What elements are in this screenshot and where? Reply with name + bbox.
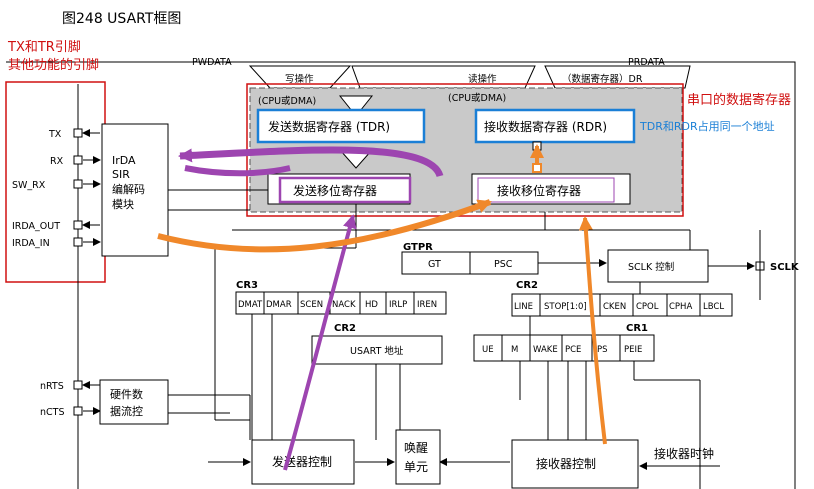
cpu-dma-left: (CPU或DMA) [258, 95, 316, 107]
data-register-shape [544, 65, 691, 89]
pin-rx: RX [50, 155, 101, 167]
pin-nrts: nRTS [40, 380, 100, 392]
sclk-control-block [607, 249, 709, 283]
cr1-bit: PCE [565, 345, 581, 355]
pin-label: IRDA_IN [12, 238, 50, 249]
cr1-register: UE M WAKE PCE PS PEIE [473, 334, 655, 362]
cr2-bit: CPHA [669, 302, 692, 312]
pin-tx: TX [48, 128, 100, 140]
prdata-label: PRDATA [628, 57, 665, 68]
control-wiring [168, 204, 720, 489]
tx-control-label: 发送器控制 [272, 454, 332, 469]
cr2-bit: CKEN [603, 302, 626, 312]
write-op-label: 写操作 [285, 73, 314, 85]
cr2-bit: CPOL [636, 302, 659, 312]
pin-label: nRTS [40, 381, 64, 392]
read-op-label: 读操作 [468, 73, 497, 85]
tdr-register [256, 108, 426, 144]
cr2-bit: LINE [514, 302, 533, 312]
pin-label: IRDA_OUT [12, 221, 60, 232]
wakeup-line-1: 唤醒 [404, 441, 428, 455]
sclk-control-label: SCLK 控制 [628, 261, 674, 273]
cr1-bit: PEIE [624, 345, 642, 355]
purple-tx-output-arrow [178, 146, 444, 178]
figure-title: 图248 USART框图 [62, 11, 181, 27]
cr3-bit: HD [365, 300, 378, 310]
gtpr-label: GTPR [403, 242, 433, 253]
flow-control-line-1: 硬件数 [110, 388, 143, 401]
cr1-label: CR1 [626, 323, 648, 334]
cr3-bit: DMAR [266, 300, 292, 310]
cr2-top-label: CR2 [516, 280, 538, 291]
annotation-serial-registers: 串口的数据寄存器 [687, 92, 791, 108]
purple-tx-loop-arrow [184, 165, 291, 177]
cr2-top-register: LINE STOP[1:0] CKEN CPOL CPHA LBCL [511, 293, 733, 317]
cr3-label: CR3 [236, 280, 258, 291]
orange-rx-input-arrow [157, 199, 492, 253]
cr3-bit: NACK [332, 300, 356, 310]
cpu-dma-right: (CPU或DMA) [448, 92, 506, 104]
pin-sw-rx: SW_RX [12, 179, 101, 191]
cr1-bit: PS [597, 345, 608, 355]
rx-control-block [511, 439, 639, 489]
orange-rx-control-arrow [578, 216, 607, 445]
tx-shift-label: 发送移位寄存器 [293, 183, 377, 198]
pin-label: TX [48, 129, 62, 140]
cr2-bit: STOP[1:0] [544, 302, 587, 312]
annotation-other-pins: 其他功能的引脚 [8, 57, 99, 73]
rdr-label: 接收数据寄存器 (RDR) [484, 119, 607, 134]
rx-shift-register [477, 177, 615, 203]
rdr-register [474, 108, 636, 144]
usart-address-box [311, 335, 443, 365]
tx-shift-register [278, 176, 412, 204]
pin-label: nCTS [40, 407, 65, 418]
annotation-tx-tr-pins: TX和TR引脚 [7, 39, 81, 55]
pin-ncts: nCTS [40, 406, 101, 418]
rx-clock-label: 接收器时钟 [654, 446, 714, 461]
flow-control-block [99, 379, 169, 425]
rx-control-label: 接收器控制 [536, 456, 596, 471]
rdr-link-bottom [532, 163, 542, 173]
cr3-bit: IRLP [389, 300, 407, 310]
wakeup-block [395, 429, 441, 485]
cr3-bit: IREN [417, 300, 437, 310]
irda-line-4: 模块 [112, 198, 134, 211]
irda-line-1: IrDA [112, 154, 136, 167]
cr1-bit: WAKE [533, 345, 558, 355]
tdr-label: 发送数据寄存器 (TDR) [268, 119, 390, 134]
wakeup-line-2: 单元 [404, 460, 428, 474]
irda-line-3: 编解码 [112, 182, 145, 196]
write-path-triangle [338, 95, 374, 117]
purple-tx-control-arrow [283, 214, 357, 471]
cr2-bit: LBCL [703, 302, 724, 312]
cr2-mid-label: CR2 [334, 323, 356, 334]
cr3-register: DMAT DMAR SCEN NACK HD IRLP IREN [235, 291, 447, 315]
cr3-bit: DMAT [238, 300, 263, 310]
annotation-shared-address: TDR和RDR占用同一个地址 [639, 119, 775, 133]
data-register-label: （数据寄存器）DR [562, 73, 643, 85]
usart-address-label: USART 地址 [350, 345, 404, 357]
pin-irda-out: IRDA_OUT [12, 220, 100, 232]
flow-control-line-2: 据流控 [110, 404, 143, 418]
rx-shift-label: 接收移位寄存器 [497, 183, 581, 198]
irda-line-2: SIR [112, 168, 130, 181]
pwdata-label: PWDATA [192, 57, 232, 68]
pin-irda-in: IRDA_IN [12, 237, 101, 249]
cr3-bit: SCEN [300, 300, 323, 310]
pin-label: SW_RX [12, 180, 46, 191]
tx-control-block [251, 439, 355, 485]
pin-sclk: SCLK [770, 262, 800, 273]
cr1-bit: UE [482, 345, 494, 355]
cr1-bit: M [511, 345, 518, 355]
gtpr-gt: GT [428, 259, 441, 270]
gtpr-psc: PSC [494, 259, 513, 270]
pin-label: RX [50, 156, 64, 167]
